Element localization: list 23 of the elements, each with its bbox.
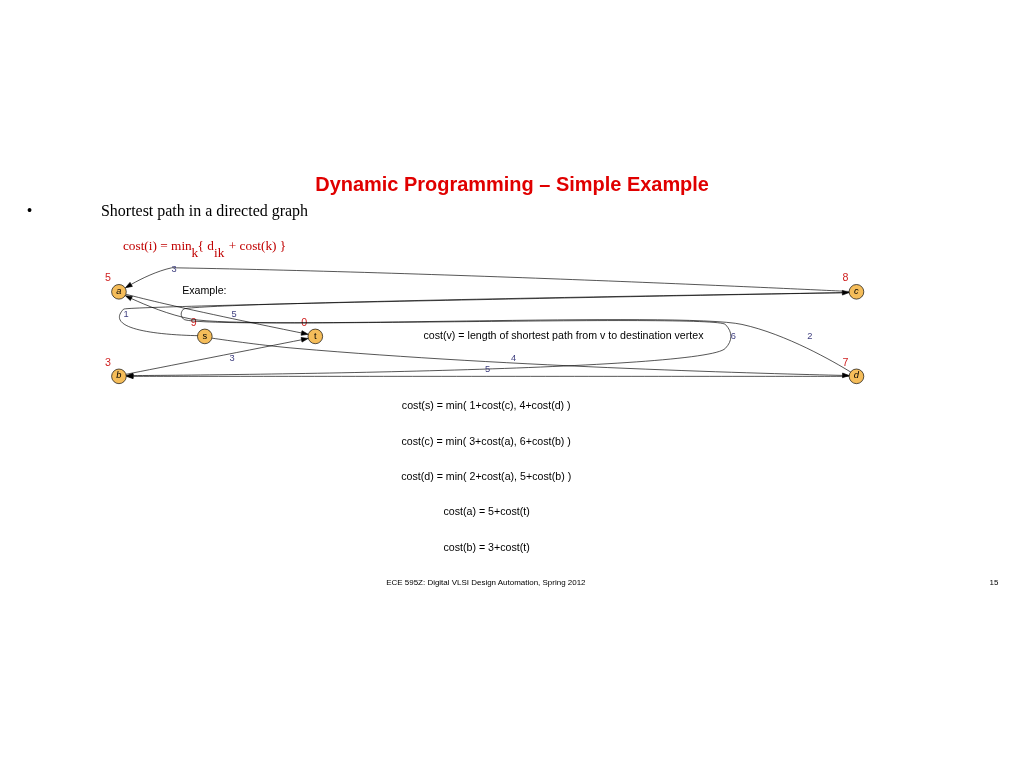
node-label: 5 (104, 271, 111, 284)
node-label: 3 (104, 355, 111, 368)
edge-label: 3 (171, 263, 177, 274)
label: cost(a) = 5+cost(t) (443, 505, 530, 518)
edge-label: 3 (229, 353, 235, 364)
node-label: 9 (190, 315, 197, 328)
diagram-title: Dynamic Programming – Simple Example (315, 172, 709, 195)
edge-label: 6 (730, 330, 736, 341)
label: • (26, 202, 33, 220)
label: Shortest path in a directed graph (100, 202, 309, 220)
edge-label: 4 (511, 353, 517, 364)
label: cost(c) = min( 3+cost(a), 6+cost(b) ) (401, 434, 571, 447)
label: cost(b) = 3+cost(t) (443, 540, 530, 553)
label: cost(s) = min( 1+cost(c), 4+cost(d) ) (401, 399, 571, 412)
edge-label: 2 (807, 330, 813, 341)
label: cost(d) = min( 2+cost(a), 5+cost(b) ) (401, 470, 572, 483)
edge-label: 5 (231, 308, 237, 319)
label: Example: (182, 284, 227, 297)
edge-label: 1 (123, 308, 129, 319)
edge-label: 5 (485, 363, 491, 374)
label: cost(v) = length of shortest path from v to destination vertex (423, 328, 704, 341)
node-label: 7 (842, 355, 849, 368)
node-label: 8 (842, 271, 849, 284)
